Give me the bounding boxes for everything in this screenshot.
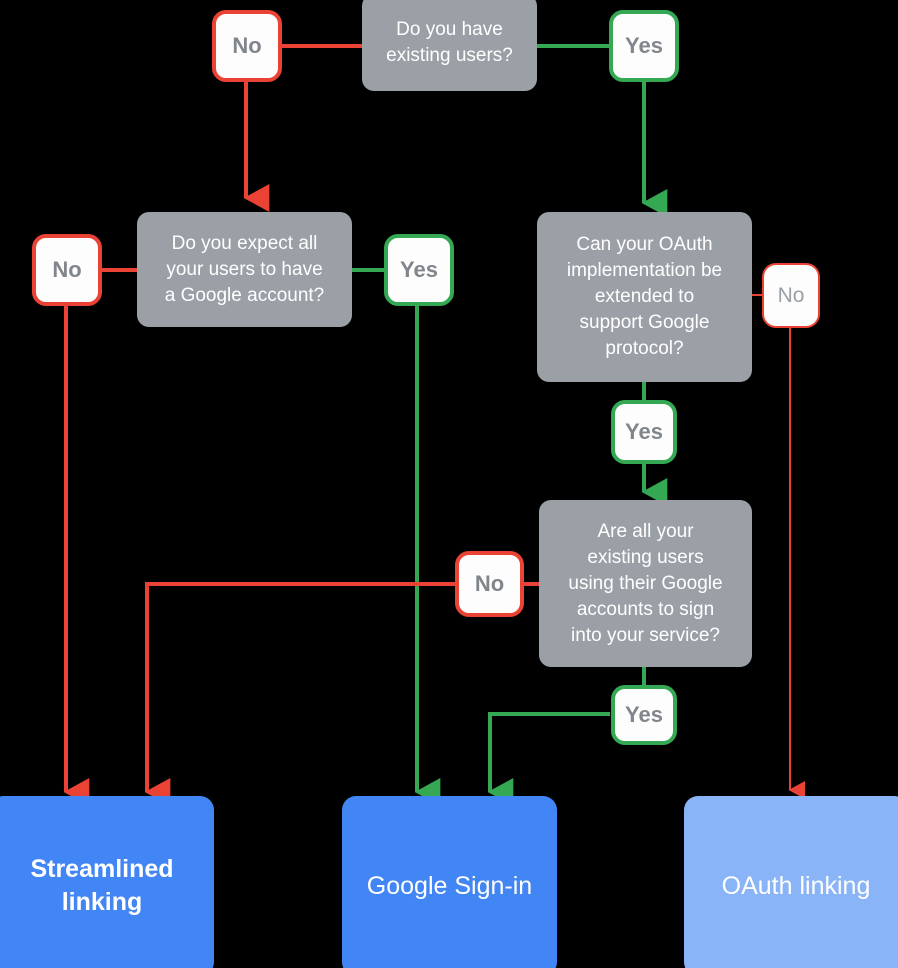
decision-oauth-extend-line4: support Google bbox=[579, 312, 710, 333]
badge-yes-users-google-signin[interactable]: Yes bbox=[611, 685, 677, 745]
decision-oauth-extend-line2: implementation be bbox=[566, 260, 723, 281]
decision-users-google-signin-line1: Are all your bbox=[597, 520, 694, 542]
terminal-oauth-linking[interactable]: OAuth linking bbox=[684, 796, 898, 968]
decision-google-account-line2: your users to have bbox=[166, 258, 323, 280]
decision-google-account-line3: a Google account? bbox=[164, 284, 325, 306]
badge-yes-existing-users[interactable]: Yes bbox=[609, 10, 679, 82]
badge-no-oauth-extend[interactable]: No bbox=[762, 263, 820, 328]
terminal-oauth-linking-line1: OAuth bbox=[721, 871, 793, 900]
badge-no-existing-users[interactable]: No bbox=[212, 10, 282, 82]
edge-yes-to-google-signin-2 bbox=[487, 712, 610, 806]
badge-yes-google-account-label: Yes bbox=[400, 257, 438, 282]
terminal-streamlined-linking-line2: linking bbox=[61, 888, 143, 916]
decision-existing-users-line2: existing users? bbox=[386, 44, 513, 66]
decision-oauth-extend[interactable]: Can your OAuth implementation be extende… bbox=[537, 212, 752, 382]
terminal-streamlined-linking[interactable]: Streamlined linking bbox=[0, 796, 214, 968]
decision-users-google-signin-line5: into your service? bbox=[571, 624, 720, 646]
badge-no-oauth-extend-label: No bbox=[777, 283, 805, 307]
decision-google-account-line1: Do you expect all bbox=[171, 232, 318, 254]
badge-yes-oauth-extend-label: Yes bbox=[625, 419, 663, 444]
terminal-oauth-linking-line2: linking bbox=[799, 871, 871, 900]
badge-no-existing-users-label: No bbox=[232, 33, 262, 58]
badge-yes-oauth-extend[interactable]: Yes bbox=[611, 400, 677, 464]
badge-no-google-account[interactable]: No bbox=[32, 234, 102, 306]
badge-no-google-account-label: No bbox=[52, 257, 82, 282]
badge-no-users-google-signin-label: No bbox=[474, 571, 505, 596]
badge-no-users-google-signin[interactable]: No bbox=[455, 551, 524, 617]
decision-users-google-signin-line2: existing users bbox=[587, 546, 704, 568]
edge-no-to-streamlined-2 bbox=[144, 582, 455, 806]
decision-users-google-signin-line3: using their Google bbox=[568, 572, 723, 594]
terminal-streamlined-linking-line1: Streamlined bbox=[30, 855, 174, 883]
badge-yes-existing-users-label: Yes bbox=[625, 33, 663, 58]
badge-yes-google-account[interactable]: Yes bbox=[384, 234, 454, 306]
terminal-google-signin-line1: Google bbox=[366, 871, 448, 900]
decision-users-google-signin-line4: accounts to sign bbox=[576, 598, 715, 620]
terminal-google-signin[interactable]: Google Sign-in bbox=[342, 796, 557, 968]
decision-users-google-signin[interactable]: Are all your existing users using their … bbox=[539, 500, 752, 667]
badge-yes-users-google-signin-label: Yes bbox=[625, 702, 663, 727]
decision-existing-users[interactable]: Do you have existing users? bbox=[362, 0, 537, 91]
decision-google-account[interactable]: Do you expect all your users to have a G… bbox=[137, 212, 352, 327]
terminal-google-signin-line2: Sign-in bbox=[454, 871, 533, 900]
decision-oauth-extend-line5: protocol? bbox=[605, 338, 684, 359]
decision-oauth-extend-line1: Can your OAuth bbox=[576, 234, 713, 255]
decision-oauth-extend-line3: extended to bbox=[594, 286, 695, 307]
decision-existing-users-line1: Do you have bbox=[396, 18, 503, 40]
